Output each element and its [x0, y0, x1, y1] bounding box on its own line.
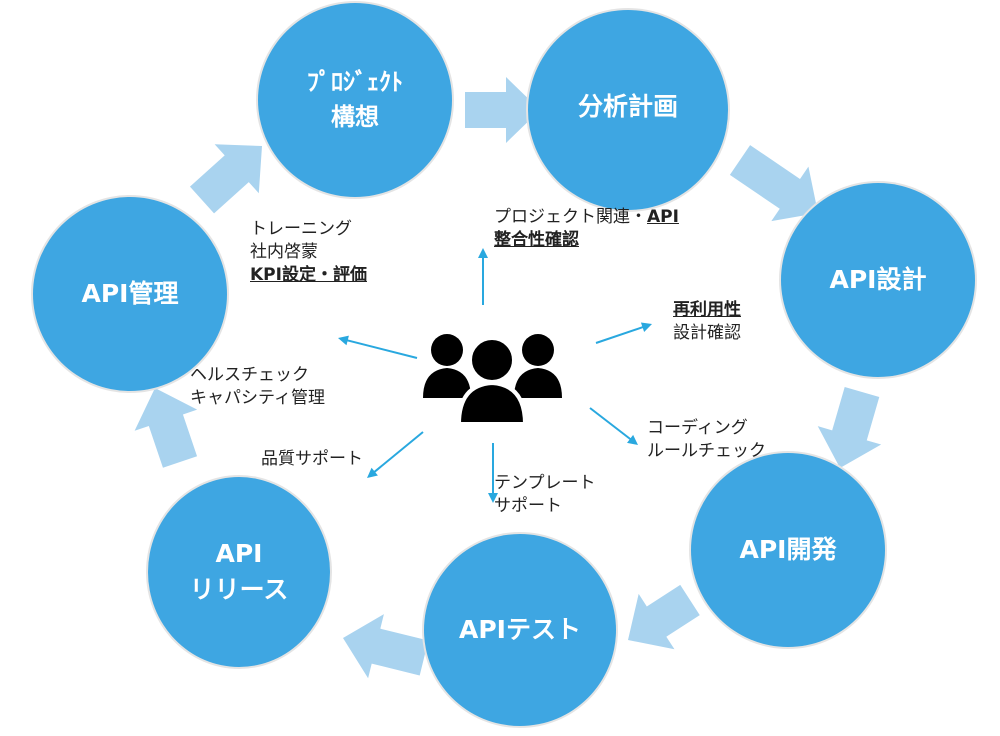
- pointer-arrow-down-left: [367, 431, 424, 478]
- cycle-arrow-api-release-to-api-management: [134, 388, 198, 468]
- note-project-api-consistency: プロジェクト関連・API 整合性確認: [494, 206, 679, 252]
- person-middle-head: [468, 336, 516, 384]
- person-left-head: [431, 334, 463, 366]
- note-reusability: 再利用性 設計確認: [673, 299, 741, 345]
- pointer-arrow-down: [488, 443, 498, 503]
- pointer-arrow-down-right: [589, 407, 638, 445]
- stage-label-line: リリース: [189, 575, 289, 604]
- note-text: 品質サポート: [261, 449, 363, 469]
- stage-label-line: APIテスト: [459, 614, 581, 644]
- person-right-body: [514, 368, 562, 398]
- note-text-bold: API: [647, 207, 679, 227]
- stage-label-line: 構想: [331, 103, 379, 131]
- person-left-body: [423, 368, 471, 398]
- note-template-support: テンプレート サポート: [494, 472, 596, 518]
- stage-api-design: API設計: [781, 183, 975, 377]
- pointer-arrow-down-head: [488, 493, 498, 503]
- note-text: 社内啓蒙: [250, 242, 318, 262]
- stage-api-test: APIテスト: [424, 534, 616, 726]
- stage-project-concept: ﾌﾟﾛｼﾞｪｸﾄ 構想: [258, 3, 452, 197]
- cycle-arrow-api-development-to-api-test: [628, 584, 700, 650]
- cycle-arrow-api-test-to-api-release: [343, 614, 429, 679]
- cycle-arrow-api-design-to-api-development: [817, 386, 882, 468]
- note-text: トレーニング: [250, 219, 352, 239]
- pointer-arrow-down-left-head: [367, 467, 378, 478]
- note-healthcheck: ヘルスチェック キャパシティ管理: [190, 364, 325, 410]
- stage-label-line: API: [215, 538, 263, 568]
- note-text: ルールチェック: [647, 441, 766, 461]
- pointer-arrow-down-right-shaft: [589, 407, 633, 441]
- stage-label-line: API管理: [81, 278, 179, 308]
- stage-label-line: ﾌﾟﾛｼﾞｪｸﾄ: [307, 68, 403, 97]
- note-text: テンプレート: [494, 473, 596, 493]
- stage-api-release: API リリース: [148, 477, 330, 667]
- person-right-head: [522, 334, 554, 366]
- note-text: 設計確認: [673, 323, 741, 343]
- pointer-arrow-down-left-shaft: [372, 431, 424, 474]
- note-text-bold: 整合性確認: [494, 230, 579, 250]
- pointer-arrow-up-right-shaft: [595, 325, 645, 344]
- note-text-bold: KPI設定・評価: [250, 265, 367, 285]
- cycle-arrow-analysis-plan-to-api-design: [729, 145, 818, 222]
- note-text: コーディング: [647, 418, 748, 438]
- pointer-arrow-left-shaft: [345, 338, 418, 359]
- note-text-bold: 再利用性: [673, 300, 741, 320]
- stage-label-line: API設計: [829, 264, 927, 294]
- note-text: ヘルスチェック: [190, 365, 309, 385]
- note-text: キャパシティ管理: [190, 388, 325, 408]
- note-training-kpi: トレーニング 社内啓蒙 KPI設定・評価: [250, 218, 367, 287]
- stage-label-line: 分析計画: [577, 91, 678, 121]
- note-quality-support: 品質サポート: [261, 448, 363, 471]
- pointer-arrow-down-right-head: [627, 434, 638, 445]
- pointer-arrow-up: [478, 248, 488, 305]
- cycle-arrow-api-management-to-project-concept: [189, 144, 262, 214]
- pointer-arrow-up-right-head: [640, 322, 652, 332]
- note-text: サポート: [494, 496, 562, 516]
- stage-label-line: API開発: [739, 534, 837, 564]
- person-middle-body: [456, 380, 528, 426]
- stage-api-management: API管理: [33, 197, 227, 391]
- stage-analysis-plan: 分析計画: [528, 10, 728, 210]
- pointer-arrow-up-right: [595, 322, 652, 344]
- cycle-arrow-project-concept-to-analysis-plan: [465, 77, 540, 143]
- note-coding-rules: コーディング ルールチェック: [647, 417, 766, 463]
- pointer-arrow-left-head: [338, 335, 349, 346]
- pointer-arrow-left: [338, 335, 418, 359]
- stage-api-development: API開発: [691, 453, 885, 647]
- note-text: プロジェクト関連・: [494, 207, 647, 227]
- pointer-arrow-up-head: [478, 248, 488, 258]
